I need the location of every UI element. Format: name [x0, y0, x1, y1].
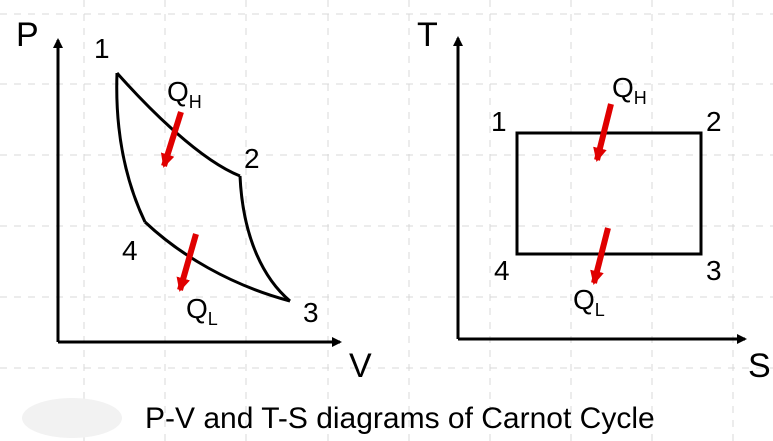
ts-heat-out-label: QL [573, 284, 605, 320]
pv-y-axis-label: P [16, 16, 39, 54]
pv-cycle-curves [115, 72, 291, 303]
ts-diagram: T S 1 2 3 4 QH QL [417, 16, 771, 385]
pv-heat-out-arrow [176, 233, 199, 292]
blurred-watermark-patch [22, 398, 122, 438]
ts-point-2: 2 [706, 106, 722, 137]
pv-diagram: P V 1 2 3 4 QH QL [16, 16, 372, 385]
ts-point-4: 4 [494, 255, 510, 286]
ts-heat-in-label: QH [612, 72, 647, 108]
pv-point-4: 4 [122, 235, 138, 266]
figure-caption: P-V and T-S diagrams of Carnot Cycle [145, 402, 655, 435]
ts-x-axis-label: S [748, 347, 771, 385]
pv-heat-in-arrow [160, 111, 184, 168]
pv-adiabat-expansion [238, 175, 291, 303]
ts-y-axis-label: T [417, 16, 438, 54]
pv-heat-in-label: QH [167, 76, 202, 112]
ts-point-1: 1 [491, 106, 507, 137]
pv-x-axis-label: V [349, 347, 372, 385]
pv-heat-out-label: QL [186, 293, 218, 329]
ts-cycle-rectangle [515, 131, 703, 256]
pv-isotherm-cold [143, 220, 291, 303]
ts-heat-in-arrow [593, 103, 614, 162]
pv-point-1: 1 [94, 33, 110, 64]
ts-point-3: 3 [706, 255, 722, 286]
pv-point-3: 3 [303, 297, 319, 328]
pv-point-2: 2 [244, 143, 260, 174]
pv-adiabat-compression [115, 72, 147, 223]
ts-heat-out-arrow [590, 227, 611, 285]
